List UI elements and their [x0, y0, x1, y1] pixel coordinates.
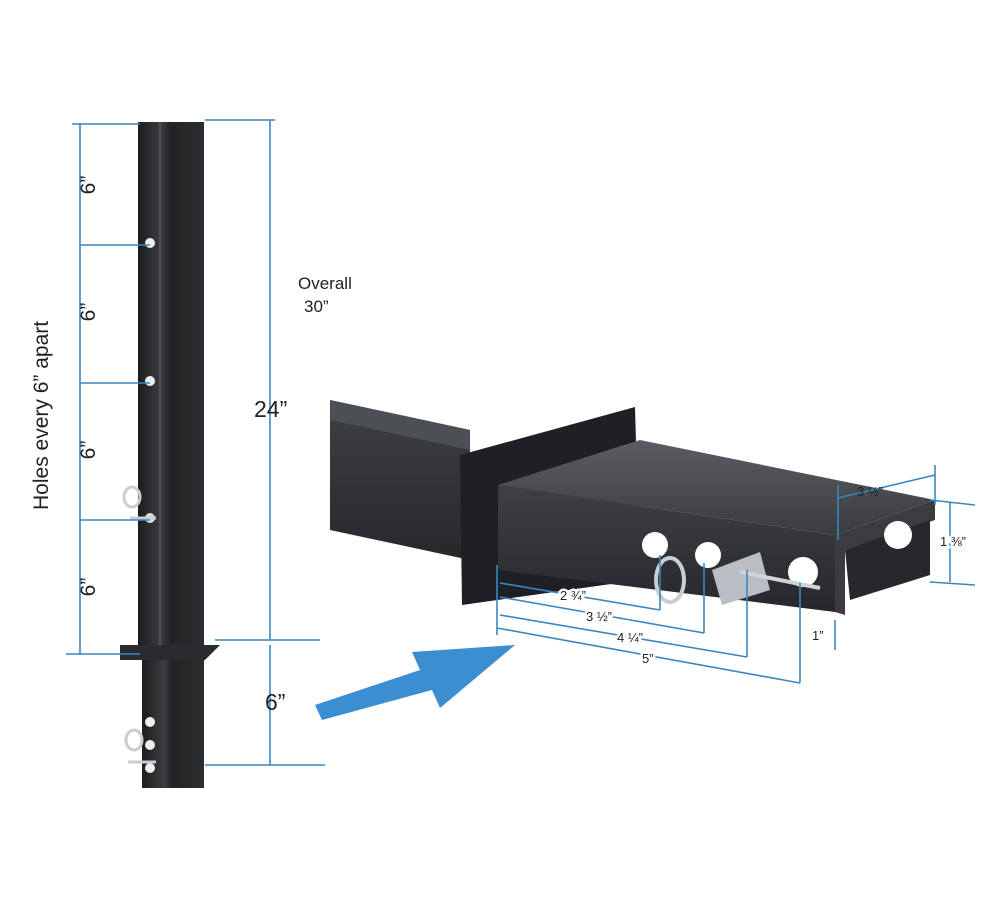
width-label: 3 ½”: [857, 484, 883, 499]
spacing-label-3: 6”: [77, 441, 100, 460]
height-label: 1 ⅜”: [940, 534, 966, 549]
hitch-pin-icon: [122, 485, 156, 764]
overall-value: 30”: [304, 297, 329, 316]
upper-length-label: 24”: [254, 396, 287, 422]
spacing-label-1: 6”: [77, 176, 100, 195]
spacing-label-4: 6”: [77, 578, 100, 597]
arrow-icon: [315, 645, 515, 720]
end-offset-label: 1”: [812, 628, 824, 643]
hole-2-label: 2 ¾”: [560, 588, 586, 603]
vertical-post: [120, 122, 220, 788]
holes-spacing-label: Holes every 6” apart: [30, 321, 53, 510]
hole-5-label: 5”: [642, 651, 654, 666]
post-dimensions: [66, 119, 325, 766]
hitch-pin-icon: [654, 552, 821, 605]
spacing-label-2: 6”: [77, 303, 100, 322]
detail-dimensions: [496, 465, 976, 684]
overall-label: Overall: [298, 274, 352, 293]
hole-4-label: 4 ¼”: [617, 630, 643, 645]
receiver-detail: [330, 400, 935, 615]
lower-length-label: 6”: [265, 689, 285, 715]
hole-3-label: 3 ½”: [586, 609, 612, 624]
